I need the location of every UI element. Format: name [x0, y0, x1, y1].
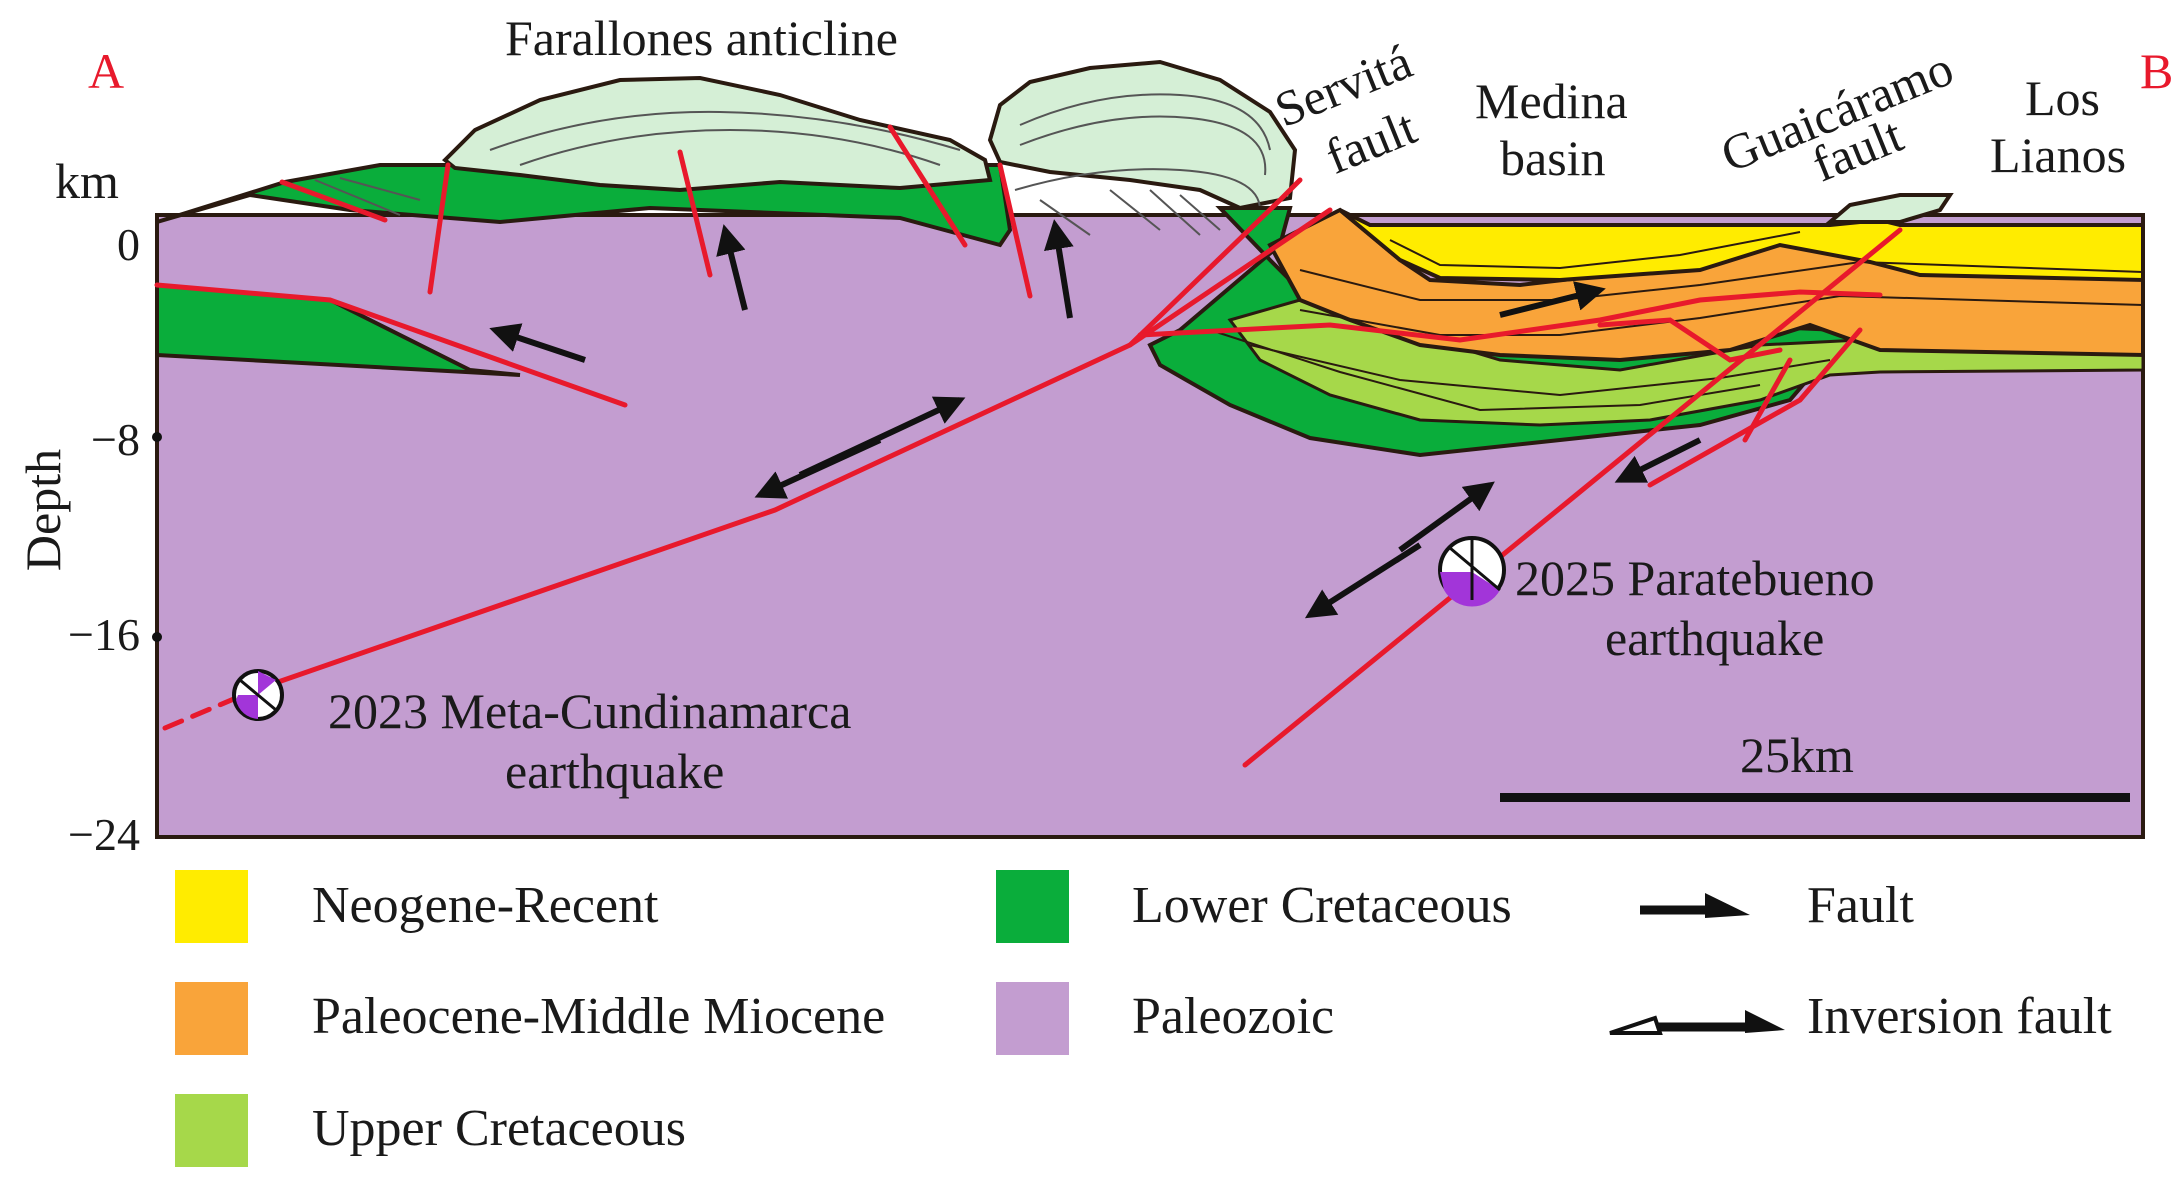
inversion-arrow-para-down	[1304, 542, 1422, 619]
axis-unit: km	[55, 153, 119, 209]
fault-farallones-2	[427, 162, 451, 295]
basin-bedding-lines	[1209, 231, 2144, 412]
label-eq-2025-1: 2025 Paratebueno	[1515, 550, 1875, 606]
beachball-2023-icon	[232, 669, 284, 721]
neogene-recent-unit	[1338, 208, 2145, 283]
label-los-lianos-1: Los	[2025, 70, 2100, 126]
legend-swatch-paleozoic	[996, 982, 1069, 1055]
legend: Neogene-Recent Paleocene-Middle Miocene …	[175, 870, 2112, 1167]
legend-label: Paleocene-Middle Miocene	[312, 988, 885, 1045]
guaicaramo-branch	[1597, 317, 1783, 363]
fault-farallones-3	[677, 149, 713, 278]
servita-fault	[1127, 177, 1303, 348]
footwall-fault-2	[1742, 357, 1793, 443]
tick-mark	[152, 432, 162, 442]
scale-bar	[1500, 793, 2130, 802]
legend-label: Upper Cretaceous	[312, 1100, 686, 1157]
servita-branch	[1137, 289, 1883, 343]
los-lianos-klippe	[1824, 193, 1954, 224]
faults	[154, 124, 1903, 768]
lower-cretaceous-west	[156, 163, 1013, 248]
tick-label: −8	[91, 414, 140, 465]
legend-swatch-neogene	[175, 870, 248, 943]
legend-swatch-paleocene	[175, 982, 248, 1055]
label-medina-basin-1: Medina	[1475, 73, 1628, 129]
arrow-farallones-up-2	[1044, 219, 1074, 319]
legend-label: Paleozoic	[1132, 988, 1334, 1045]
upper-cretaceous-east	[1227, 298, 2145, 427]
paratebueno-fault	[1242, 227, 1903, 768]
corner-label-a: A	[88, 43, 124, 99]
inversion-arrow-meta-down	[754, 437, 882, 499]
cross-section	[154, 59, 2145, 839]
label-farallones-anticline: Farallones anticline	[505, 10, 898, 66]
label-medina-basin-2: basin	[1500, 130, 1606, 186]
meta-cundinamarca-fault-dashed	[162, 687, 258, 731]
tick-mark	[152, 632, 162, 642]
footwall-fault	[1647, 327, 1863, 488]
legend-swatch-upper-cretaceous	[175, 1094, 248, 1167]
west-thrust-fault	[154, 282, 628, 408]
fault-farallones-5	[997, 162, 1033, 299]
fault-arrow-icon	[1640, 893, 1750, 918]
meta-cundinamarca-fault	[252, 207, 1333, 693]
legend-label: Fault	[1807, 877, 1914, 934]
tick-label: −24	[68, 809, 140, 860]
beachball-2025-icon	[1438, 536, 1506, 607]
label-eq-2023-2: earthquake	[505, 743, 724, 799]
anticline-bedding-lines	[314, 93, 1271, 236]
arrow-farallones-up-1	[716, 224, 748, 311]
tick-label: −16	[68, 609, 140, 660]
tick-label: 0	[117, 219, 140, 270]
fault-farallones-4	[887, 124, 968, 248]
fault-farallones-1	[279, 179, 388, 223]
eastern-anticline-eroded	[987, 59, 1298, 211]
farallones-anticline-eroded	[442, 75, 993, 193]
inversion-arrow-para-up	[1398, 481, 1495, 553]
corner-label-b: B	[2140, 43, 2173, 99]
arrow-footwall	[1614, 437, 1702, 483]
depth-axis: km Depth 0 −8 −16 −24	[15, 153, 162, 860]
label-eq-2025-2: earthquake	[1605, 610, 1824, 666]
label-eq-2023-1: 2023 Meta-Cundinamarca	[328, 683, 851, 739]
label-scale: 25km	[1740, 727, 1854, 783]
slip-arrows	[489, 219, 1702, 619]
label-los-lianos-2: Lianos	[1990, 127, 2126, 183]
legend-swatch-lower-cretaceous	[996, 870, 1069, 943]
inversion-fault-arrow-icon	[1609, 1010, 1785, 1035]
axis-title: Depth	[15, 449, 71, 571]
legend-label: Lower Cretaceous	[1132, 877, 1512, 934]
legend-label: Inversion fault	[1807, 988, 2112, 1045]
arrow-west-thrust	[489, 323, 586, 363]
legend-label: Neogene-Recent	[312, 877, 659, 934]
arrow-medina-basin	[1499, 281, 1606, 318]
